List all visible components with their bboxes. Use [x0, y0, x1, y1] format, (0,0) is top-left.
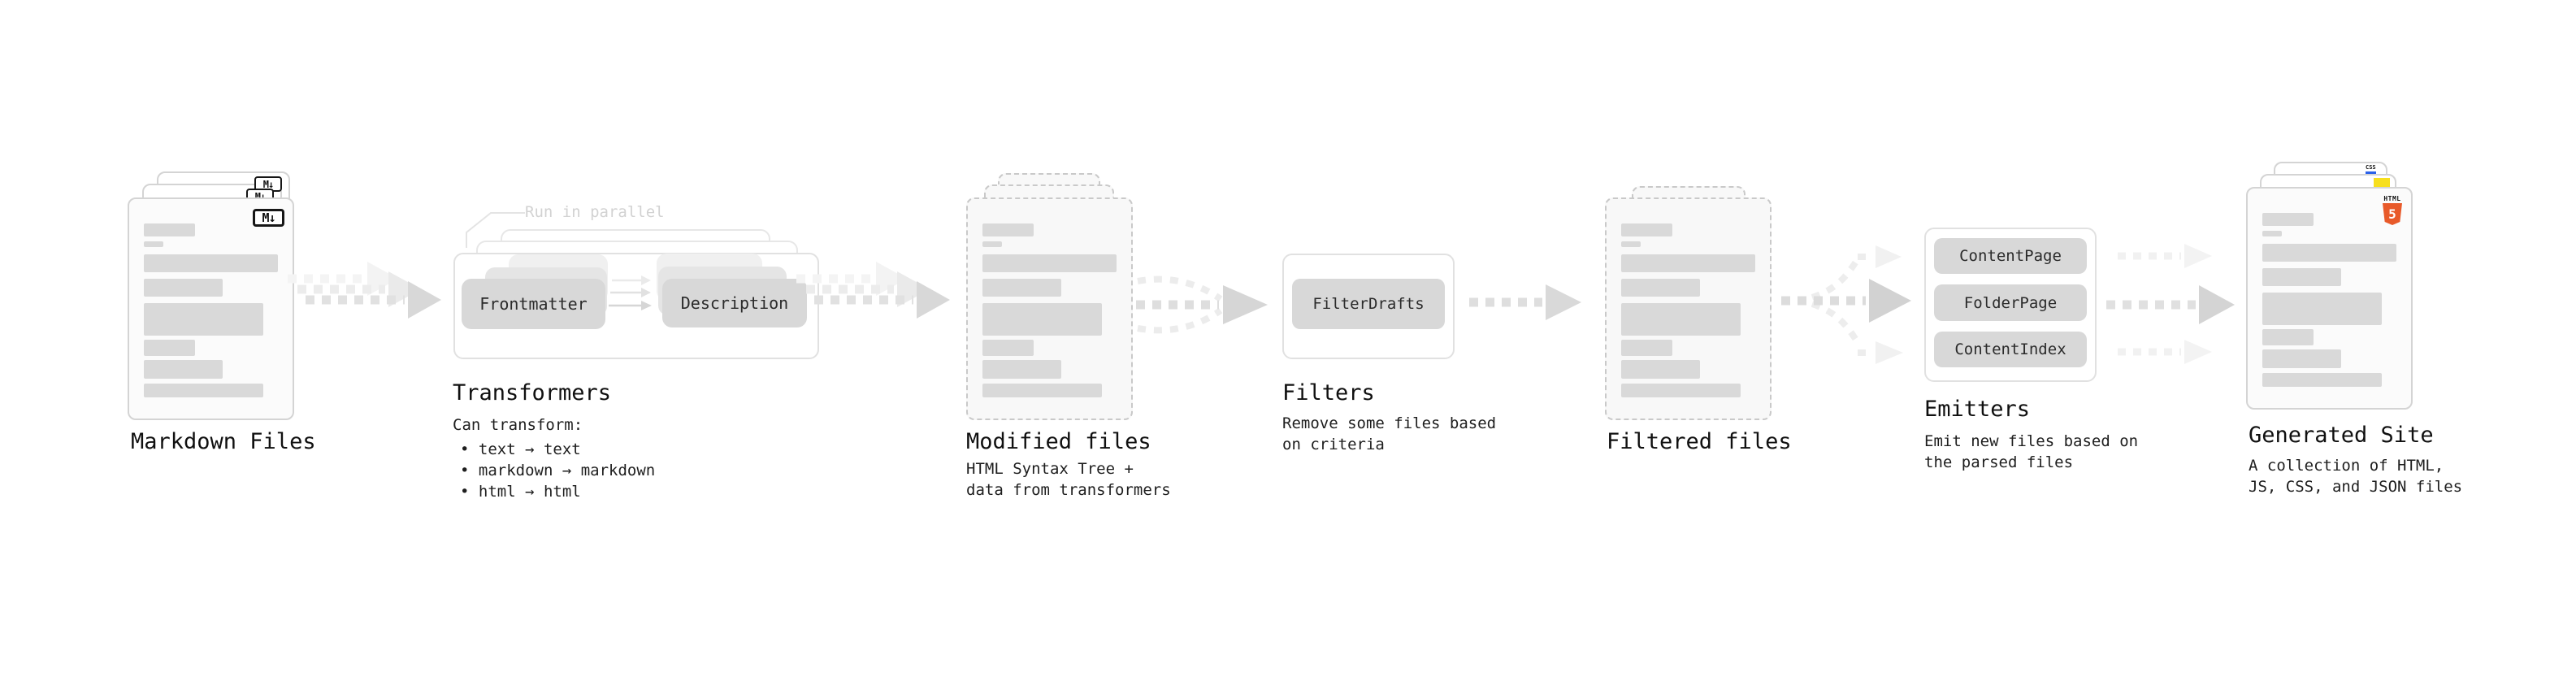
content-line-bar — [982, 340, 1034, 356]
content-line-bar — [1621, 279, 1700, 297]
content-line-bar — [1621, 360, 1700, 379]
frontmatter-pill: Frontmatter — [462, 279, 605, 329]
content-line-bar — [2262, 293, 2382, 325]
section-title-markdown-files: Markdown Files — [131, 429, 316, 454]
filterdrafts-pill: FilterDrafts — [1292, 279, 1445, 329]
markdown-icon: M↓ — [253, 209, 284, 227]
run-in-parallel-note: Run in parallel — [525, 203, 665, 221]
generated-html-page: HTML 5 — [2246, 187, 2413, 410]
markdown-file-page-front: M↓ — [128, 197, 294, 420]
flow-arrow-transformers-to-modified — [796, 262, 950, 319]
list-item: text → text — [460, 439, 655, 460]
content-line-bar — [1621, 241, 1641, 247]
content-line-bar — [982, 254, 1117, 272]
content-line-bar — [1621, 303, 1741, 336]
document-content-placeholder — [144, 223, 278, 397]
html5-icon: HTML 5 — [2380, 195, 2405, 225]
content-line-bar — [2262, 329, 2314, 345]
content-line-bar — [982, 241, 1002, 247]
content-line-bar — [2262, 268, 2341, 286]
modified-file-page-front — [966, 197, 1133, 420]
content-line-bar — [144, 384, 263, 397]
contentpage-pill: ContentPage — [1934, 238, 2087, 274]
folderpage-pill: FolderPage — [1934, 284, 2087, 321]
emitters-description: Emit new files based on the parsed files — [1924, 431, 2138, 473]
description-line: JS, CSS, and JSON files — [2249, 478, 2463, 496]
content-line-bar — [1621, 384, 1741, 397]
description-line: HTML Syntax Tree + — [966, 460, 1134, 478]
content-line-bar — [2262, 349, 2341, 368]
description-line: data from transformers — [966, 481, 1171, 499]
flow-arrow-filters-to-filtered — [1469, 284, 1581, 320]
description-pill: Description — [662, 279, 807, 327]
content-line-bar — [144, 279, 223, 297]
modified-files-description: HTML Syntax Tree + data from transformer… — [966, 458, 1171, 501]
content-line-bar — [144, 223, 195, 236]
transformers-capability-list: text → text markdown → markdown html → h… — [460, 439, 655, 502]
content-line-bar — [2262, 231, 2282, 236]
content-line-bar — [982, 303, 1102, 336]
document-content-placeholder — [1621, 223, 1755, 397]
description-line: A collection of HTML, — [2249, 457, 2444, 475]
content-line-bar — [982, 360, 1061, 379]
list-item: markdown → markdown — [460, 460, 655, 481]
content-line-bar — [982, 384, 1102, 397]
description-line: Remove some files based — [1282, 414, 1497, 432]
content-line-bar — [1621, 340, 1672, 356]
filters-description: Remove some files based on criteria — [1282, 413, 1496, 455]
content-line-bar — [2262, 244, 2396, 262]
content-line-bar — [144, 340, 195, 356]
section-title-filtered-files: Filtered files — [1607, 429, 1792, 454]
generated-site-description: A collection of HTML, JS, CSS, and JSON … — [2249, 455, 2462, 497]
content-line-bar — [144, 303, 263, 336]
section-title-emitters: Emitters — [1924, 397, 2031, 422]
content-line-bar — [982, 223, 1034, 236]
section-title-transformers: Transformers — [453, 380, 612, 406]
list-item: html → html — [460, 481, 655, 502]
contentindex-pill: ContentIndex — [1934, 332, 2087, 367]
html5-icon-shield: 5 — [2383, 203, 2402, 225]
content-line-bar — [144, 254, 278, 272]
content-line-bar — [1621, 223, 1672, 236]
flow-arrow-emitters-to-generated-top — [2118, 244, 2212, 268]
flow-arrow-modified-to-filters-converge — [1136, 275, 1268, 334]
flow-arrow-emitters-to-generated-middle — [2106, 285, 2235, 324]
js-file-icon — [2374, 178, 2390, 187]
document-content-placeholder — [982, 223, 1117, 397]
transformers-subtitle: Can transform: — [453, 416, 583, 434]
content-line-bar — [144, 241, 163, 247]
flow-arrow-filtered-to-emitters-diverge — [1781, 245, 1911, 364]
section-title-filters: Filters — [1282, 380, 1375, 406]
description-line: the parsed files — [1924, 453, 2074, 471]
section-title-modified-files: Modified files — [966, 429, 1151, 454]
content-line-bar — [1621, 254, 1755, 272]
content-line-bar — [982, 279, 1061, 297]
description-line: on criteria — [1282, 436, 1385, 453]
css-file-icon: CSS — [2366, 165, 2376, 174]
content-line-bar — [144, 360, 223, 379]
section-title-generated-site: Generated Site — [2249, 423, 2434, 448]
document-content-placeholder — [2262, 213, 2396, 387]
filtered-file-page-front — [1605, 197, 1772, 420]
description-line: Emit new files based on — [1924, 432, 2139, 450]
html5-icon-word: HTML — [2383, 195, 2401, 202]
flow-arrow-emitters-to-generated-bottom — [2118, 340, 2212, 364]
flow-arrow-markdown-to-transformers — [288, 262, 441, 319]
content-line-bar — [2262, 213, 2314, 226]
content-line-bar — [2262, 373, 2382, 387]
